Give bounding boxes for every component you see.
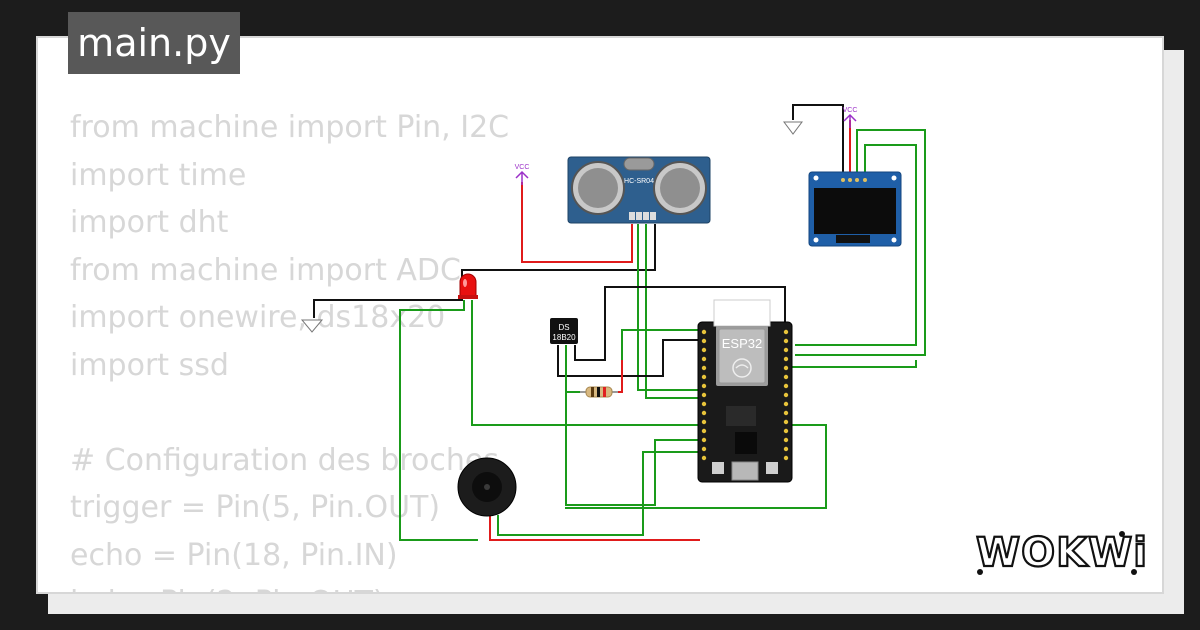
ground-symbol-right: [783, 121, 803, 135]
buzzer[interactable]: [457, 457, 517, 517]
code-line: import dht: [70, 205, 229, 240]
esp32-pins-right: [783, 329, 789, 461]
vcc-label: VCC: [515, 164, 530, 171]
code-line: from machine import ADC: [70, 252, 461, 288]
ultrasonic-label: HC-SR04: [624, 178, 654, 185]
esp32-pins-left: [701, 329, 707, 461]
wires: [313, 104, 926, 541]
wokwi-logo: WOKWi: [975, 529, 1148, 577]
file-tab[interactable]: main.py: [68, 12, 240, 74]
vcc-label: VCC: [843, 107, 858, 114]
code-line: import ssd: [70, 347, 229, 383]
ultrasonic-sensor[interactable]: HC-SR04: [567, 156, 711, 224]
code-snippet: from machine import Pin, I2C import time…: [70, 104, 510, 592]
wokwi-logo-text: WOKWi: [976, 530, 1148, 576]
vcc-symbol-right: VCC: [843, 107, 858, 128]
ground-symbol-left: [300, 319, 324, 333]
code-line: echo = Pin(18, Pin.IN): [70, 537, 398, 573]
ds18b20-sensor[interactable]: DS 18B20: [550, 318, 578, 344]
oled-display[interactable]: [808, 171, 902, 247]
esp32-label: ESP32: [722, 336, 762, 351]
code-line: from machine import Pin, I2C: [70, 110, 510, 145]
code-line: led = Pin(2, Pin.OUT): [70, 585, 385, 592]
vcc-symbol-left: VCC: [515, 164, 530, 185]
esp32-board[interactable]: ESP32: [697, 299, 793, 483]
code-line: trigger = Pin(5, Pin.OUT): [70, 490, 441, 525]
resistor[interactable]: [580, 386, 618, 398]
code-line: import time: [70, 157, 247, 193]
code-line: import onewire, ds18x20: [70, 300, 446, 335]
ds18b20-label-line2: 18B20: [552, 333, 576, 342]
ds18b20-label-line1: DS: [558, 323, 569, 332]
red-led[interactable]: [458, 273, 478, 299]
preview-card: from machine import Pin, I2C import time…: [36, 36, 1164, 594]
